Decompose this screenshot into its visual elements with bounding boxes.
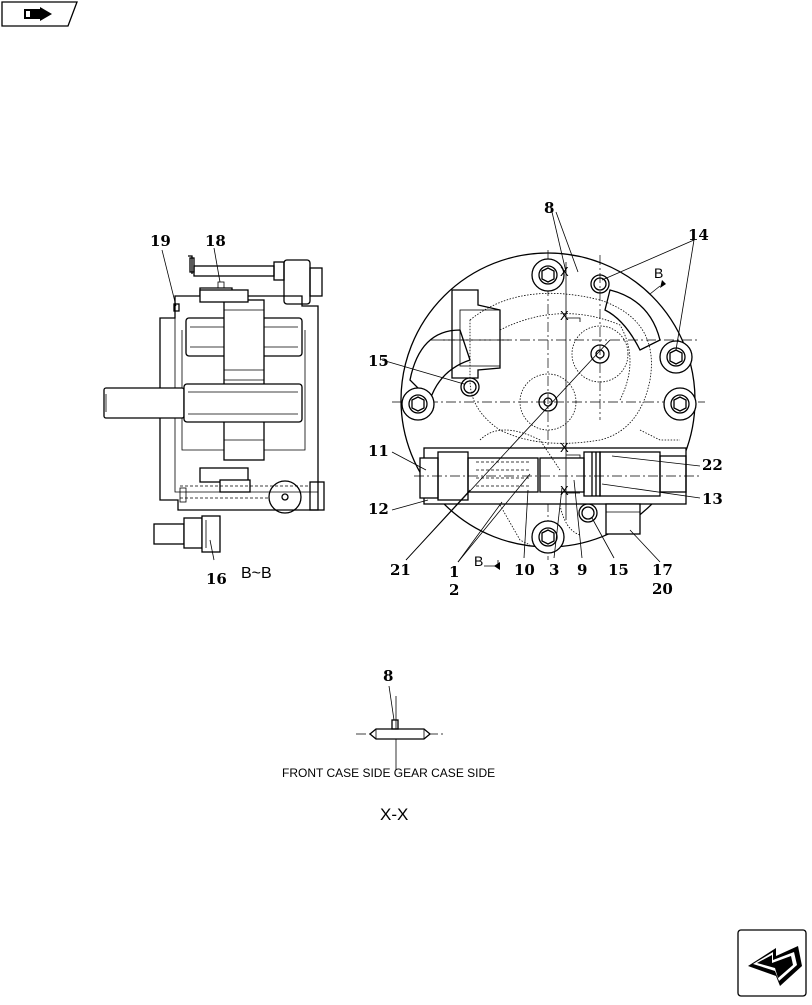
callout-8: 8 — [544, 199, 554, 217]
callout-16: 16 — [206, 570, 227, 588]
callout-11: 11 — [368, 442, 389, 460]
section-mark-x-3: X — [560, 440, 569, 455]
callout-20: 20 — [652, 580, 673, 598]
section-bb-view — [103, 247, 325, 561]
callout-14: 14 — [688, 226, 709, 244]
bolt-right — [663, 387, 697, 421]
callout-22: 22 — [702, 456, 723, 474]
bolt-upper-right — [659, 340, 693, 374]
section-mark-x-2: X — [560, 308, 569, 323]
callout-17: 17 — [652, 561, 673, 579]
case-sides-label: FRONT CASE SIDE GEAR CASE SIDE — [282, 766, 495, 780]
section-mark-x-4: X — [560, 483, 569, 498]
callout-19: 19 — [150, 232, 171, 250]
section-mark-b-top: B — [654, 265, 663, 281]
callout-21: 21 — [390, 561, 411, 579]
gear-case-view — [381, 211, 705, 570]
callout-8-detail: 8 — [383, 667, 393, 685]
bolt-left — [401, 387, 435, 421]
callout-3: 3 — [549, 561, 559, 579]
callout-1: 1 — [449, 563, 459, 581]
section-marks: B B X X X X — [474, 264, 663, 569]
view-label-xx: X-X — [380, 805, 408, 824]
section-xx-detail — [356, 685, 444, 770]
callout-2: 2 — [449, 581, 459, 599]
bolt-bottom — [531, 520, 565, 554]
callout-labels: 19 18 16 8 14 15 11 12 22 13 21 1 2 10 3… — [150, 199, 723, 685]
callout-12: 12 — [368, 500, 389, 518]
section-mark-b-bottom: B — [474, 553, 483, 569]
bolt-top — [531, 258, 565, 292]
book-arrow-icon[interactable] — [1, 1, 78, 27]
callout-15-upper: 15 — [368, 352, 389, 370]
callout-13: 13 — [702, 490, 723, 508]
callout-10: 10 — [514, 561, 535, 579]
section-mark-x-1: X — [560, 264, 569, 279]
callout-18: 18 — [205, 232, 226, 250]
view-label-bb: B~B — [241, 565, 272, 582]
next-page-arrow-icon[interactable] — [737, 929, 807, 997]
callout-15-lower: 15 — [608, 561, 629, 579]
callout-9: 9 — [577, 561, 587, 579]
